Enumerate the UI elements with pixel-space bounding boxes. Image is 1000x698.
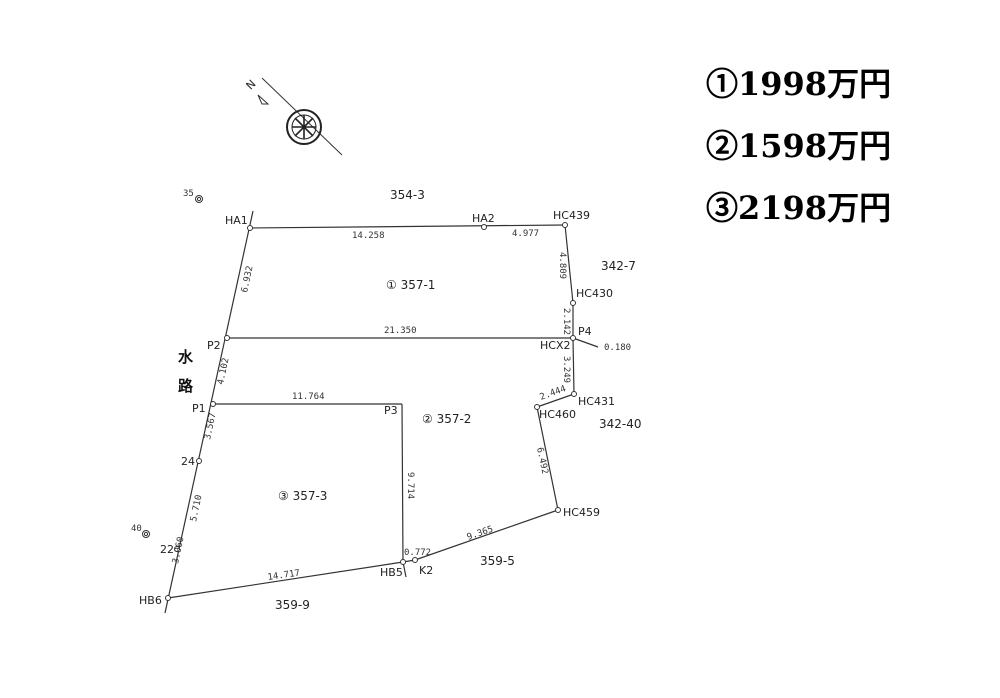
- dim-2142: 2.142: [561, 308, 571, 335]
- point-hc431: HC431: [578, 395, 615, 408]
- dim-6932: 6.932: [240, 265, 255, 294]
- dim-0180: 0.180: [604, 343, 631, 353]
- point-hb5: HB5: [380, 566, 403, 579]
- point-ha2: HA2: [472, 212, 495, 225]
- price-lot-1: ①1998万円: [706, 65, 892, 103]
- dim-6492: 6.492: [534, 447, 549, 476]
- point-24: 24: [181, 455, 195, 468]
- adjacent-east-lower: 342-40: [599, 417, 642, 431]
- point-p3: P3: [384, 404, 398, 417]
- lot-3-label: ③ 357-3: [278, 489, 327, 503]
- dim-3567: 3.567: [203, 412, 218, 441]
- price-lot-3: ③2198万円: [706, 189, 892, 227]
- price-lot-2: ②1598万円: [706, 127, 892, 165]
- dim-14258: 14.258: [352, 231, 385, 241]
- compass: N: [244, 77, 343, 156]
- lot-1-label: ① 357-1: [386, 278, 435, 292]
- dim-21350: 21.350: [384, 326, 417, 336]
- dim-0772: 0.772: [404, 548, 431, 558]
- adjacent-east-upper: 342-7: [601, 259, 636, 273]
- north-label: N: [244, 77, 259, 92]
- point-hc439: HC439: [553, 209, 590, 222]
- dim-2444: 2.444: [539, 384, 568, 403]
- point-p2: P2: [207, 339, 221, 352]
- dim-4977: 4.977: [512, 229, 539, 239]
- adjacent-south-west: 359-9: [275, 598, 310, 612]
- point-ha1: HA1: [225, 214, 248, 227]
- adjacent-labels: 354-3 342-7 342-40 359-5 359-9: [275, 188, 642, 612]
- dim-5710: 5.710: [189, 494, 204, 523]
- waterway-label: 水 路: [178, 348, 194, 395]
- adjacent-south-center: 359-5: [480, 554, 515, 568]
- dim-14717: 14.717: [267, 569, 301, 583]
- point-k2: K2: [419, 564, 433, 577]
- point-p1: P1: [192, 402, 206, 415]
- lot-2-label: ② 357-2: [422, 412, 471, 426]
- lot-labels: ① 357-1 ② 357-2 ③ 357-3: [278, 278, 471, 503]
- survey-points: [142, 195, 577, 601]
- dim-3249: 3.249: [561, 356, 571, 383]
- point-p4: P4: [578, 325, 592, 338]
- point-hc459: HC459: [563, 506, 600, 519]
- waterway-char-2: 路: [178, 377, 194, 395]
- waterway-char-1: 水: [178, 348, 194, 366]
- point-40: 40: [131, 524, 142, 534]
- point-hb6: HB6: [139, 594, 162, 607]
- dim-9365: 9.365: [466, 525, 495, 543]
- price-list: ①1998万円 ②1598万円 ③2198万円: [706, 62, 986, 248]
- point-hc460: HC460: [539, 408, 576, 421]
- point-22: 22: [160, 543, 174, 556]
- adjacent-north: 354-3: [390, 188, 425, 202]
- point-hcx2: HCX2: [540, 339, 571, 352]
- dim-4809: 4.809: [557, 252, 567, 279]
- dim-4102: 4.102: [216, 357, 231, 386]
- point-labels: HA1 HA2 HC439 HC430 P4 HCX2 HC431 HC460 …: [131, 189, 615, 607]
- parcel-boundaries: [164, 210, 599, 614]
- dim-3060: 3.060: [171, 536, 186, 565]
- dim-11764: 11.764: [292, 392, 325, 402]
- point-35: 35: [183, 189, 194, 199]
- point-hc430: HC430: [576, 287, 613, 300]
- dim-9714: 9.714: [405, 472, 415, 499]
